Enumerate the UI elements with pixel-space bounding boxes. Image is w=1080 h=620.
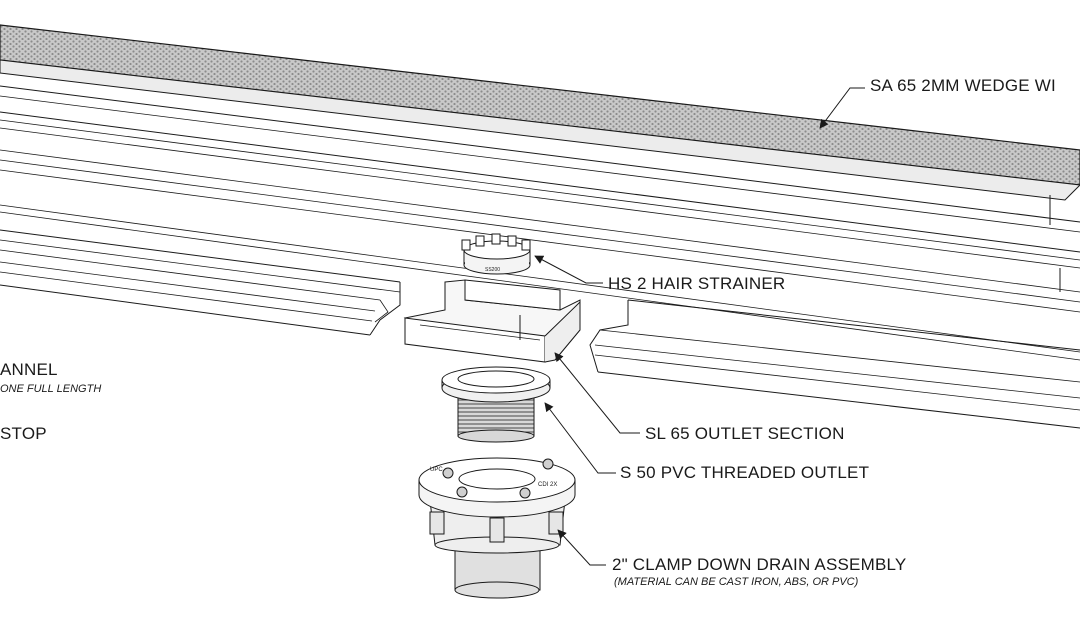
hair-strainer-label: HS 2 HAIR STRAINER	[608, 274, 786, 293]
drain-assembly-note: (MATERIAL CAN BE CAST IRON, ABS, OR PVC)	[614, 576, 859, 588]
channel-note: ONE FULL LENGTH	[0, 383, 102, 395]
hair-strainer-leader	[534, 255, 603, 284]
hair-strainer-part: SS200	[461, 233, 531, 275]
grate-label: SA 65 2MM WEDGE WI	[870, 76, 1056, 95]
clamp-down-drain-part: UPC CDI 2X	[418, 457, 576, 599]
channel-body	[0, 111, 1080, 361]
leader-lines	[534, 87, 865, 566]
pvc-outlet-label: S 50 PVC THREADED OUTLET	[620, 463, 870, 482]
left-channel-section	[0, 229, 401, 336]
outlet-section-leader	[554, 352, 640, 434]
pvc-threaded-outlet-part	[441, 366, 551, 443]
drain-assembly-label: 2" CLAMP DOWN DRAIN ASSEMBLY	[612, 555, 907, 574]
outlet-section-part	[403, 279, 581, 363]
drain-upc-mark: UPC	[430, 467, 443, 473]
grate-leader	[819, 87, 865, 129]
right-channel-section	[589, 299, 1080, 429]
channel-label: ANNEL	[0, 360, 58, 379]
end-stop-label: STOP	[0, 424, 47, 443]
drain-code-mark: CDI 2X	[538, 482, 557, 488]
wedge-wire-grate	[0, 24, 1080, 233]
strainer-mark: SS200	[485, 267, 500, 273]
outlet-section-label: SL 65 OUTLET SECTION	[645, 424, 845, 443]
drain-assembly-leader	[557, 529, 606, 566]
pvc-outlet-leader	[544, 402, 616, 474]
